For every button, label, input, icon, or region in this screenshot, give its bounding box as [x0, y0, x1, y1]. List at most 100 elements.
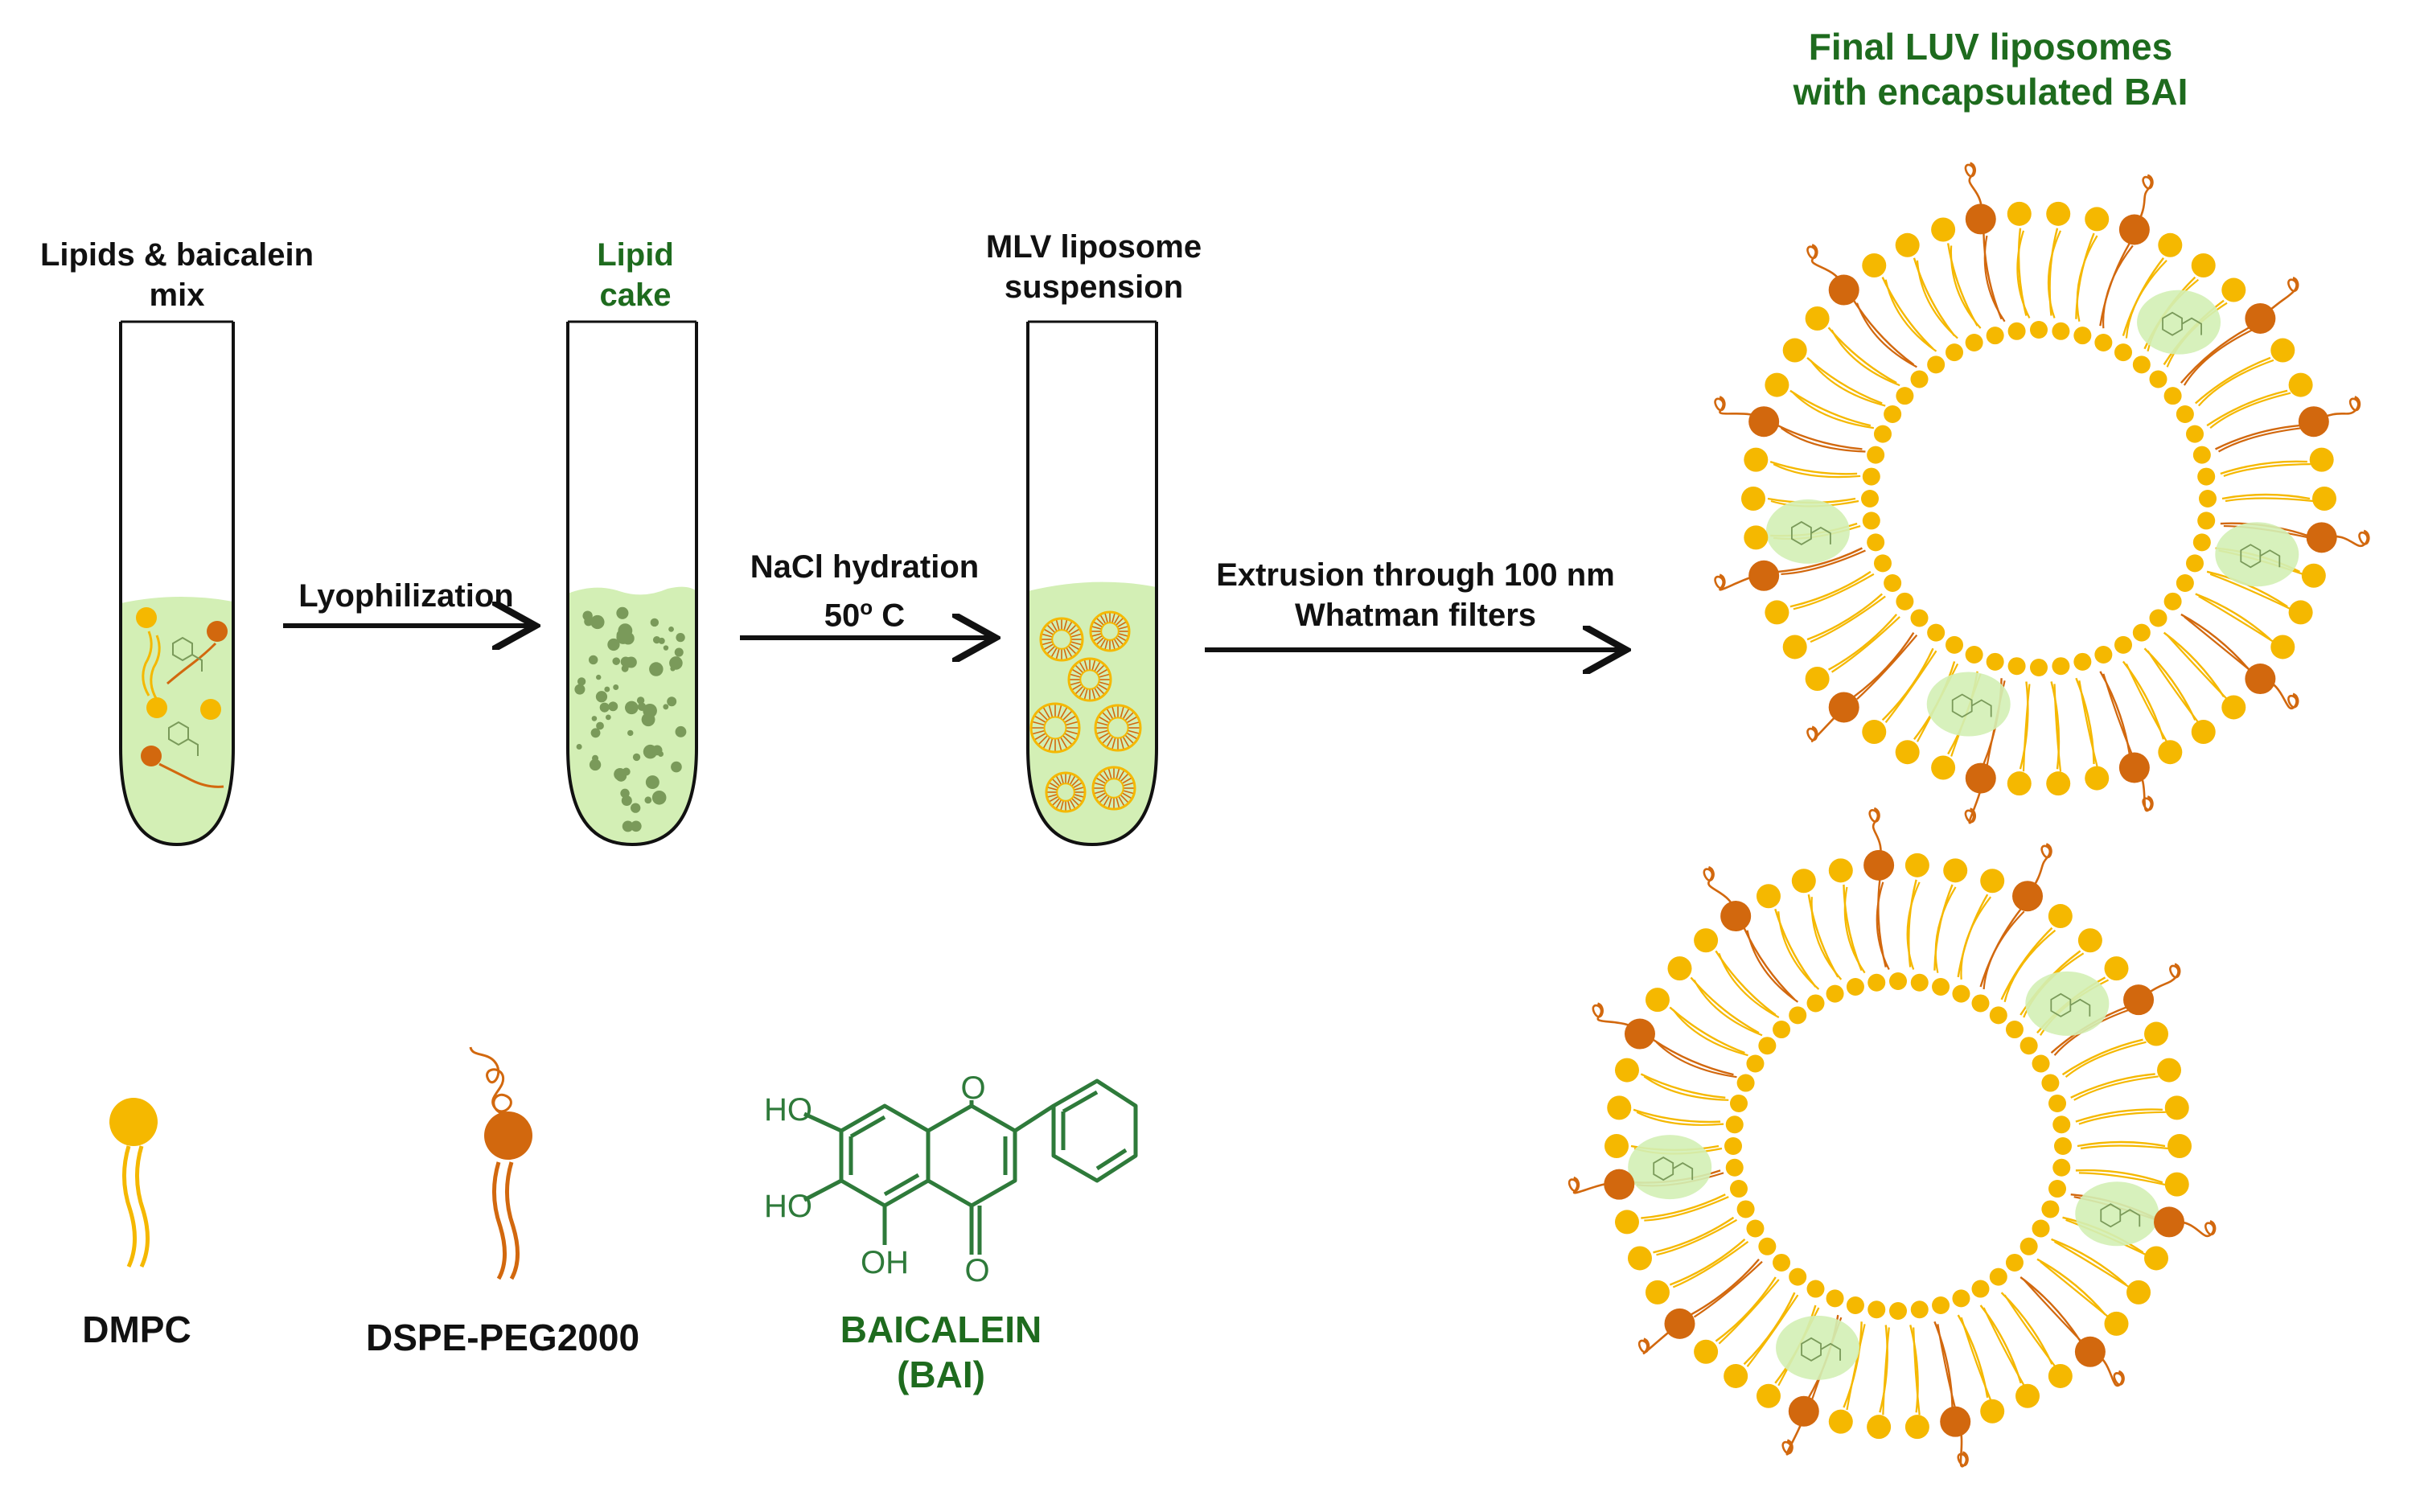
dmpc-head — [1605, 1134, 1629, 1158]
lipid-tail — [2040, 1260, 2110, 1318]
step-mix-line2: mix — [149, 277, 205, 313]
dmpc-head-inner — [2005, 1253, 2024, 1272]
lipid-tail — [2209, 573, 2291, 610]
lipid-tail — [1807, 894, 1839, 978]
step-mlv-line1: MLV liposome — [985, 229, 1202, 265]
lipid-tail — [1633, 1108, 1721, 1124]
dmpc-head-inner — [2192, 446, 2211, 464]
particle — [589, 758, 602, 771]
particle — [608, 701, 618, 712]
lipid-tail — [2036, 1258, 2106, 1316]
step-cake-line2: cake — [599, 277, 672, 313]
peg-chain — [1781, 1411, 1806, 1456]
dmpc-head-inner — [1746, 1219, 1765, 1238]
dmpc-head — [1645, 988, 1670, 1013]
lipid-tail — [2220, 460, 2307, 475]
lipid-tail — [1746, 930, 1799, 1003]
encapsulated-bai — [1765, 499, 1850, 564]
atom-o-keto: O — [964, 1253, 990, 1288]
lipid-tail — [2209, 392, 2291, 429]
particle — [670, 666, 676, 672]
particle — [649, 662, 664, 676]
dmpc-head — [2167, 1134, 2192, 1158]
dspe-peg-head — [1828, 692, 1859, 723]
lipid-tail — [2078, 1172, 2167, 1186]
dmpc-head-inner — [1986, 652, 2004, 671]
dmpc-head — [2164, 1095, 2189, 1120]
dmpc-head — [2158, 232, 2183, 257]
lipid-tail — [2102, 673, 2134, 757]
dmpc-head-inner — [1873, 554, 1892, 573]
peg-chain — [2168, 1220, 2217, 1238]
lipid-tail — [2022, 684, 2031, 772]
dmpc-head-inner — [1729, 1180, 1748, 1198]
dmpc-head — [2191, 720, 2216, 745]
lipid-tail — [1693, 979, 1763, 1037]
particle — [574, 684, 586, 695]
particle — [622, 820, 634, 832]
particle — [645, 775, 659, 790]
particle — [590, 614, 605, 630]
peg-chain — [2138, 963, 2181, 1001]
lipid-tail — [1933, 1321, 1954, 1408]
dmpc-head — [1904, 1415, 1929, 1440]
lipid-tail — [1946, 243, 1978, 327]
dmpc-head-inner — [1910, 370, 1929, 388]
dspe-peg-head — [1863, 849, 1895, 881]
lipid-tail — [2195, 593, 2271, 640]
mlv-vesicle — [1089, 610, 1131, 652]
dmpc-head — [1614, 1058, 1639, 1083]
dmpc-head — [2221, 277, 2246, 302]
lipid-tail — [2078, 680, 2098, 767]
dmpc-head — [2085, 766, 2110, 791]
step-cake-label: Lipid cake — [547, 235, 724, 315]
dmpc-head-inner — [1965, 646, 1983, 664]
mlv-vesicle — [1039, 617, 1084, 662]
mlv-vesicle — [1094, 704, 1142, 752]
lipid-tail — [1806, 593, 1883, 641]
dspe-peg-head — [2118, 752, 2150, 783]
lipid-tail — [2050, 681, 2061, 770]
dmpc-head-inner — [2192, 533, 2211, 552]
dmpc-head-inner — [2007, 322, 2026, 340]
lipid-tail — [1884, 650, 1937, 723]
dmpc-head-inner — [1867, 446, 1885, 464]
dmpc-head — [1765, 372, 1789, 397]
dspe-peg-head — [2298, 406, 2329, 438]
particle — [604, 686, 610, 692]
dmpc-head — [1741, 487, 1765, 511]
dmpc-head-inner — [2163, 592, 2182, 610]
lipid-tail — [2075, 677, 2095, 764]
lipid-tail — [2070, 1073, 2155, 1099]
dmpc-head — [1867, 1415, 1892, 1440]
lipid-tail — [1876, 881, 1890, 971]
dmpc-head — [1980, 1399, 2005, 1424]
lipid-tail — [2198, 595, 2274, 643]
lipid-tail — [1777, 424, 1863, 450]
lipid-tail — [1934, 886, 1957, 973]
lipid-tail — [1789, 389, 1872, 427]
lipid-tail — [1879, 1325, 1888, 1413]
dmpc-head-inner — [1952, 984, 1970, 1003]
dspe-peg-head — [2245, 302, 2276, 334]
dmpc-head — [1862, 720, 1887, 745]
dmpc-head-inner — [1846, 1296, 1864, 1315]
step-cake-line1: Lipid — [597, 237, 674, 273]
mlv-vesicle — [1067, 657, 1112, 702]
dmpc-head-inner — [1789, 1006, 1807, 1025]
dmpc-head-inner — [1846, 977, 1864, 996]
particle — [631, 803, 641, 813]
dmpc-head — [1694, 1339, 1719, 1364]
lipid-tail — [1669, 1006, 1745, 1054]
lipid-tail — [2065, 1041, 2147, 1079]
dspe-peg-head — [1788, 1395, 1819, 1427]
dmpc-head-inner — [1862, 512, 1880, 530]
dmpc-head-inner — [2019, 1037, 2038, 1055]
dmpc-head-inner — [1867, 533, 1885, 552]
dmpc-head-inner — [1927, 355, 1946, 374]
dmpc-head-inner — [1989, 1268, 2007, 1286]
peg-chain — [1964, 162, 1983, 220]
dmpc-head-inner — [2094, 646, 2113, 664]
particle — [674, 647, 684, 657]
lipid-tail — [1983, 235, 2006, 323]
